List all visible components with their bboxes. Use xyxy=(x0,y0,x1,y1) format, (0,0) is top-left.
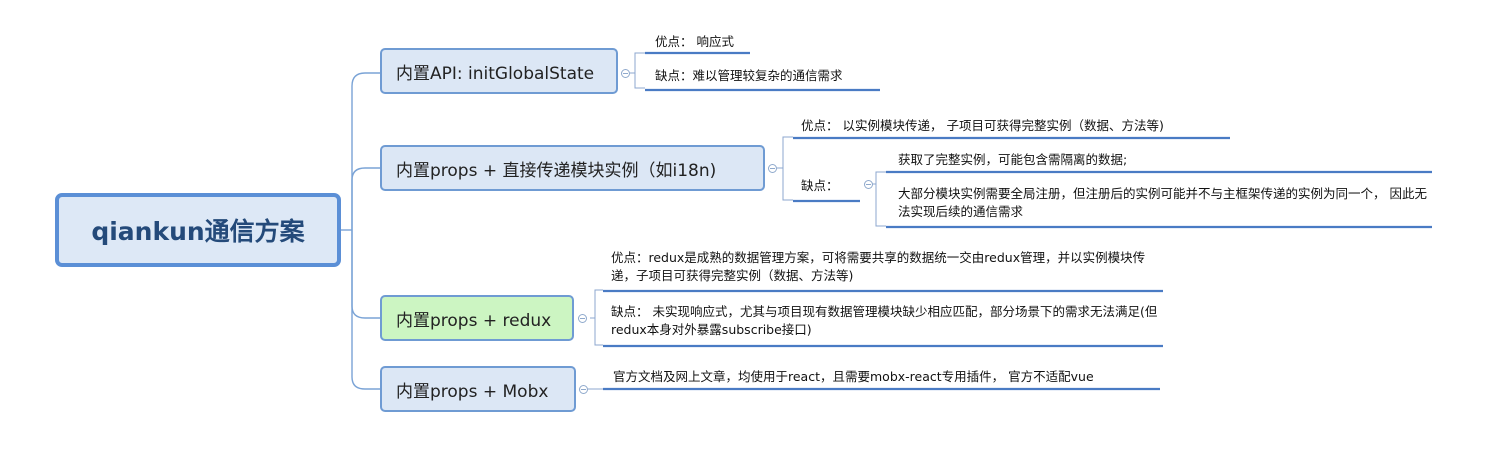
leaf-cons-label: 缺点： xyxy=(801,177,839,195)
leaf-cons-item: 大部分模块实例需要全局注册，但注册后的实例可能并不与主框架传递的实例为同一个， … xyxy=(898,185,1428,221)
leaf-pros: 优点： 以实例模块传递， 子项目可获得完整实例（数据、方法等) xyxy=(801,117,1164,135)
leaf-cons-item-text: 获取了完整实例，可能包含需隔离的数据; xyxy=(898,152,1128,167)
leaf-note: 官方文档及网上文章，均使用于react，且需要mobx-react专用插件， 官… xyxy=(613,368,1094,386)
branch-direct-module-instance[interactable]: 内置props + 直接传递模块实例（如i18n) xyxy=(380,145,765,191)
leaf-pros: 优点：redux是成熟的数据管理方案，可将需要共享的数据统一交由redux管理，… xyxy=(611,249,1159,285)
root-topic-label: qiankun通信方案 xyxy=(91,217,305,246)
leaf-pros: 优点： 响应式 xyxy=(655,33,734,51)
leaf-cons-item: 获取了完整实例，可能包含需隔离的数据; xyxy=(898,151,1127,169)
leaf-cons-label-text: 缺点： xyxy=(801,178,839,193)
leaf-pros-text: 优点：redux是成熟的数据管理方案，可将需要共享的数据统一交由redux管理，… xyxy=(611,250,1146,283)
branch-initglobalstate[interactable]: 内置API: initGlobalState xyxy=(380,48,618,94)
leaf-pros-text: 优点： 以实例模块传递， 子项目可获得完整实例（数据、方法等) xyxy=(801,118,1164,133)
collapse-toggle-icon[interactable] xyxy=(578,314,587,323)
leaf-cons-text: 缺点：难以管理较复杂的通信需求 xyxy=(655,68,843,83)
branch-redux[interactable]: 内置props + redux xyxy=(380,295,574,341)
branch-label: 内置props + redux xyxy=(396,310,552,331)
branch-label: 内置props + Mobx xyxy=(396,381,549,402)
leaf-cons: 缺点：难以管理较复杂的通信需求 xyxy=(655,67,843,85)
leaf-cons-item-text: 大部分模块实例需要全局注册，但注册后的实例可能并不与主框架传递的实例为同一个， … xyxy=(898,186,1427,219)
root-topic[interactable]: qiankun通信方案 xyxy=(55,193,341,267)
branch-label: 内置API: initGlobalState xyxy=(396,63,595,84)
collapse-toggle-icon[interactable] xyxy=(621,69,630,78)
collapse-toggle-icon[interactable] xyxy=(864,180,873,189)
leaf-cons-text: 缺点： 未实现响应式，尤其与项目现有数据管理模块缺少相应匹配，部分场景下的需求无… xyxy=(611,304,1158,337)
collapse-toggle-icon[interactable] xyxy=(768,164,777,173)
collapse-toggle-icon[interactable] xyxy=(579,385,588,394)
leaf-note-text: 官方文档及网上文章，均使用于react，且需要mobx-react专用插件， 官… xyxy=(613,369,1094,384)
branch-mobx[interactable]: 内置props + Mobx xyxy=(380,366,576,412)
branch-label: 内置props + 直接传递模块实例（如i18n) xyxy=(396,160,717,181)
leaf-pros-text: 优点： 响应式 xyxy=(655,34,734,49)
leaf-cons: 缺点： 未实现响应式，尤其与项目现有数据管理模块缺少相应匹配，部分场景下的需求无… xyxy=(611,303,1159,339)
